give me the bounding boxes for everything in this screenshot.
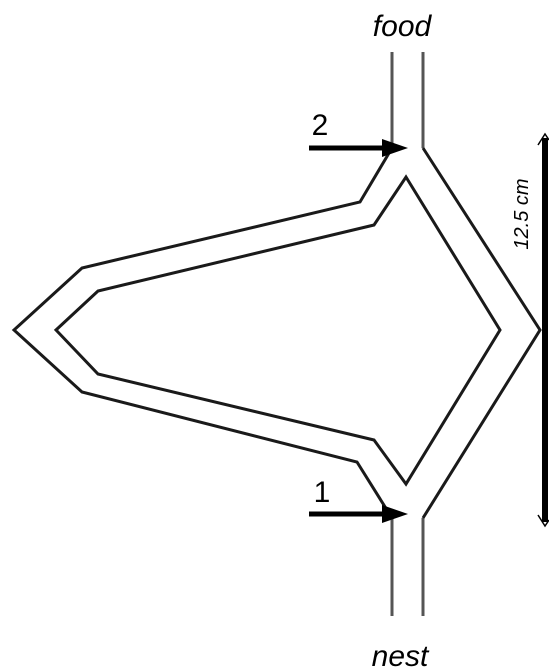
scale-bar bbox=[537, 132, 549, 528]
nest-label: nest bbox=[372, 640, 430, 672]
scale-bar-top-tick bbox=[537, 132, 549, 146]
bridge-outer-wall bbox=[11, 147, 542, 519]
scale-bar-bottom-tick bbox=[537, 514, 549, 528]
arrow-1 bbox=[309, 505, 408, 523]
arrow-2-label: 2 bbox=[312, 109, 329, 142]
arrow-2-head bbox=[382, 139, 408, 157]
scale-label: 12.5 cm bbox=[511, 178, 533, 249]
arrow-1-label: 1 bbox=[314, 476, 331, 509]
food-label: food bbox=[373, 10, 433, 43]
nest-stem bbox=[390, 518, 425, 616]
arrow-1-head bbox=[382, 505, 408, 523]
arrow-2 bbox=[309, 139, 408, 157]
food-stem bbox=[390, 52, 425, 148]
bridge-inner-wall bbox=[53, 174, 502, 487]
